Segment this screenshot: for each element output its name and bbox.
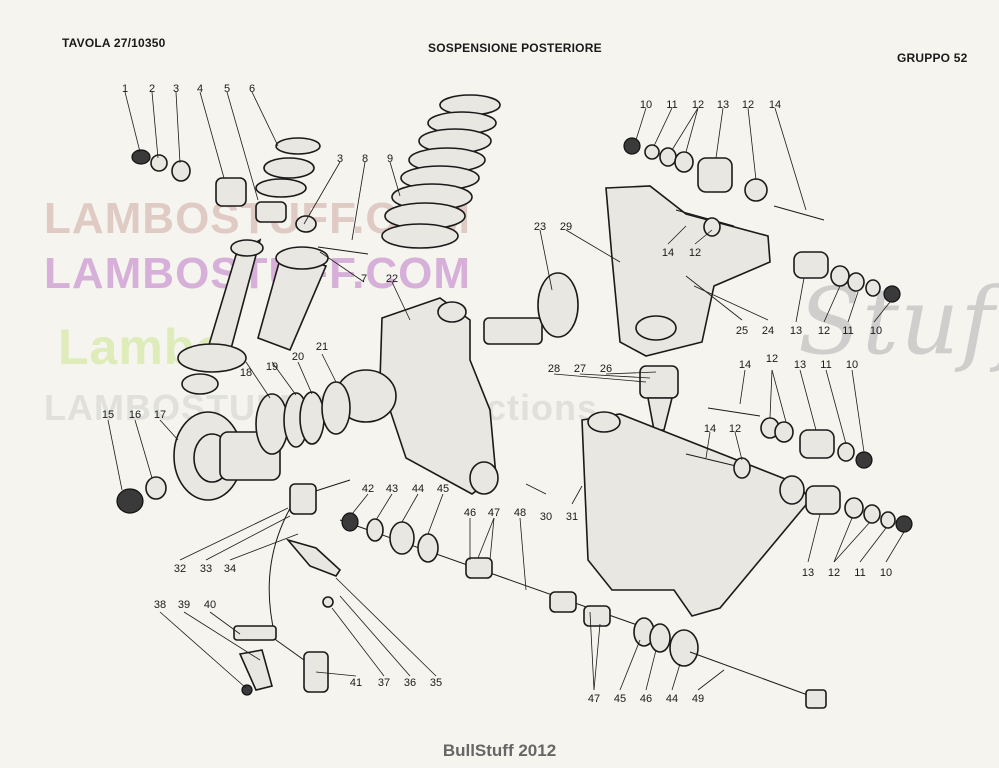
callout: 3 xyxy=(337,153,343,165)
callout: 7 xyxy=(361,273,367,285)
callout: 24 xyxy=(762,325,774,337)
callout: 3 xyxy=(173,83,179,95)
callout: 1 xyxy=(122,83,128,95)
callout: 27 xyxy=(574,363,586,375)
callout: 14 xyxy=(704,423,716,435)
callout: 43 xyxy=(386,483,398,495)
callout: 31 xyxy=(566,511,578,523)
shock-absorber-body xyxy=(177,215,369,395)
leader-lines xyxy=(107,91,905,691)
plate-number: TAVOLA 27/10350 xyxy=(62,36,166,50)
callout: 47 xyxy=(488,507,500,519)
callout: 42 xyxy=(362,483,374,495)
callout: 49 xyxy=(692,693,704,705)
callout: 11 xyxy=(820,359,831,371)
callout: 22 xyxy=(386,273,398,285)
lower-bushings-front xyxy=(685,407,873,479)
callout: 18 xyxy=(240,367,252,379)
callout: 5 xyxy=(224,83,230,95)
callout: 2 xyxy=(149,83,155,95)
callout: 14 xyxy=(769,99,781,111)
footer-credit: BullStuff 2012 xyxy=(442,741,557,760)
callout: 28 xyxy=(548,363,560,375)
lower-arm xyxy=(581,411,812,617)
callout: 13 xyxy=(794,359,806,371)
callout: 33 xyxy=(200,563,212,575)
callout: 26 xyxy=(600,363,612,375)
callout: 11 xyxy=(854,567,865,579)
callout: 44 xyxy=(412,483,424,495)
ball-joint xyxy=(639,365,679,431)
callout: 9 xyxy=(387,153,393,165)
callout: 11 xyxy=(666,99,677,111)
callout: 12 xyxy=(742,99,754,111)
callout: 8 xyxy=(362,153,368,165)
callout: 45 xyxy=(614,693,626,705)
callout: 34 xyxy=(224,563,236,575)
callout: 17 xyxy=(154,409,166,421)
callout: 37 xyxy=(378,677,390,689)
callout: 12 xyxy=(729,423,741,435)
callout-numbers: 1 2 3 4 5 6 3 8 9 7 22 23 29 10 11 12 13… xyxy=(102,83,892,705)
callout: 47 xyxy=(588,693,600,705)
callout: 25 xyxy=(736,325,748,337)
callout: 12 xyxy=(766,353,778,365)
callout: 45 xyxy=(437,483,449,495)
group-number: GRUPPO 52 xyxy=(897,51,968,65)
callout: 6 xyxy=(249,83,255,95)
callout: 48 xyxy=(514,507,526,519)
anti-roll-bar-clamp xyxy=(233,596,334,696)
watermark-logo-script: Stuff xyxy=(798,268,999,375)
coil-spring xyxy=(381,94,501,249)
callout: 11 xyxy=(842,325,853,337)
upper-arm xyxy=(605,185,771,357)
drawing-title: SOSPENSIONE POSTERIORE xyxy=(428,41,602,55)
callout: 36 xyxy=(404,677,416,689)
callout: 4 xyxy=(197,83,203,95)
callout: 10 xyxy=(880,567,892,579)
callout: 39 xyxy=(178,599,190,611)
watermark-line-2: LAMBOSTUFF.COM xyxy=(44,249,472,298)
callout: 19 xyxy=(266,361,278,373)
drive-shaft-stub xyxy=(483,272,579,345)
callout: 46 xyxy=(464,507,476,519)
callout: 12 xyxy=(692,99,704,111)
callout: 40 xyxy=(204,599,216,611)
callout: 12 xyxy=(689,247,701,259)
lower-bushings-rear xyxy=(805,485,913,533)
callout: 10 xyxy=(846,359,858,371)
callout: 46 xyxy=(640,693,652,705)
callout: 32 xyxy=(174,563,186,575)
callout: 13 xyxy=(802,567,814,579)
callout: 21 xyxy=(316,341,328,353)
shock-absorber-top-hardware xyxy=(131,137,321,223)
callout: 12 xyxy=(828,567,840,579)
callout: 20 xyxy=(292,351,304,363)
callout: 44 xyxy=(666,693,678,705)
callout: 13 xyxy=(717,99,729,111)
callout: 14 xyxy=(739,359,751,371)
anti-roll-bar xyxy=(268,479,351,693)
callout: 30 xyxy=(540,511,552,523)
callout: 35 xyxy=(430,677,442,689)
callout: 41 xyxy=(350,677,362,689)
callout: 12 xyxy=(818,325,830,337)
callout: 16 xyxy=(129,409,141,421)
callout: 13 xyxy=(790,325,802,337)
callout: 38 xyxy=(154,599,166,611)
callout: 14 xyxy=(662,247,674,259)
hub-carrier xyxy=(335,297,499,495)
callout: 29 xyxy=(560,221,572,233)
callout: 10 xyxy=(870,325,882,337)
callout: 23 xyxy=(534,221,546,233)
drive-link-and-washers xyxy=(339,512,827,709)
bearing-rings xyxy=(255,381,351,455)
callout: 15 xyxy=(102,409,114,421)
callout: 10 xyxy=(640,99,652,111)
